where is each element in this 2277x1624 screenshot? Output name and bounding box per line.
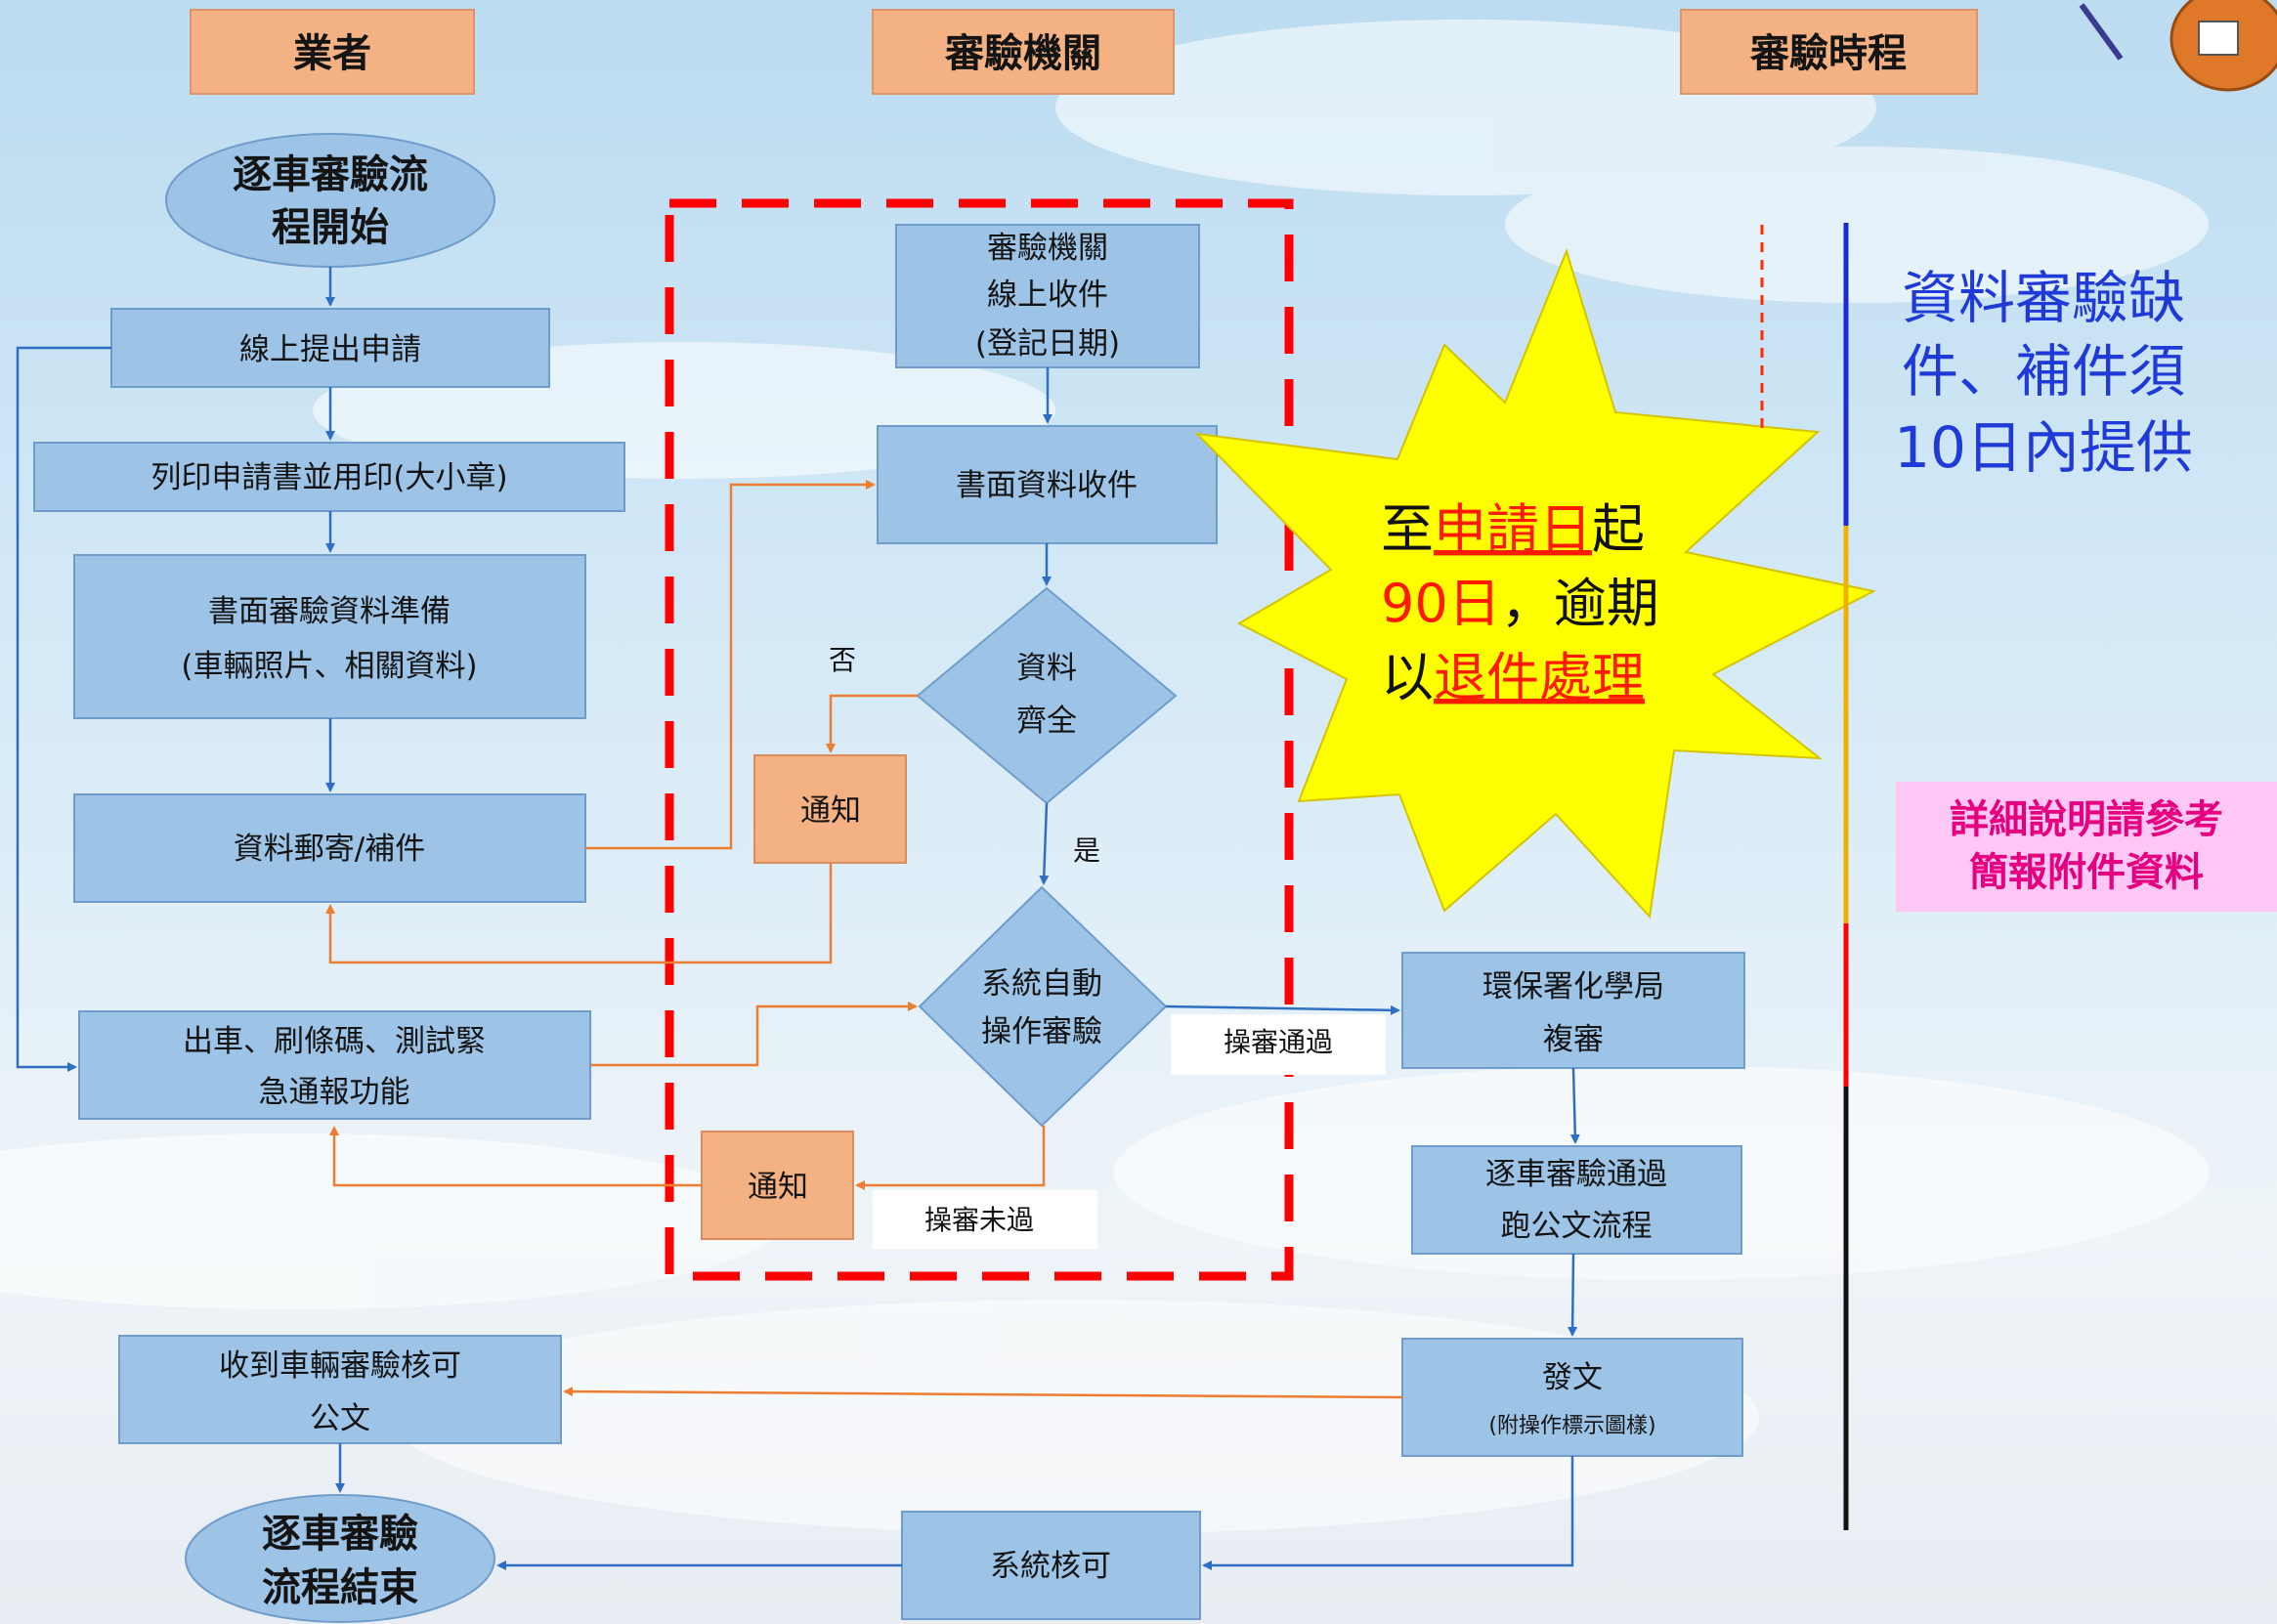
start-node-line1: 逐車審驗流 bbox=[233, 152, 428, 197]
column-header-agency-label: 審驗機關 bbox=[944, 31, 1101, 76]
issue-doc-box: 發文 (附操作標示圖樣) bbox=[1401, 1338, 1743, 1457]
burst-line1: 至申請日起 bbox=[1381, 498, 1645, 560]
receive-doc-box: 收到車輛審驗核可 公文 bbox=[118, 1335, 562, 1444]
prepare-docs-line1: 書面審驗資料準備 bbox=[208, 594, 451, 629]
epa-passed-box: 逐車審驗通過 跑公文流程 bbox=[1411, 1145, 1742, 1255]
approve-system-box: 系統核可 bbox=[901, 1511, 1201, 1620]
orange-connectors bbox=[325, 480, 1403, 1399]
print-form-box: 列印申請書並用印(大小章) bbox=[33, 442, 625, 512]
agency-dashed-frame bbox=[665, 198, 1294, 1281]
burst-line2-post: ，逾期 bbox=[1501, 573, 1659, 634]
edge-label-pass-box: 操審通過 bbox=[1171, 1014, 1386, 1075]
paper-receipt-label: 書面資料收件 bbox=[956, 468, 1138, 503]
schedule-note: 資料審驗缺 件、補件須 10日內提供 bbox=[1894, 265, 2193, 481]
edge-label-no: 否 bbox=[829, 644, 856, 676]
blue-connectors bbox=[16, 267, 1580, 1570]
print-form-label: 列印申請書並用印(大小章) bbox=[150, 460, 507, 495]
prepare-docs-line2: (車輛照片、相關資料) bbox=[181, 649, 477, 684]
apply-online-label: 線上提出申請 bbox=[239, 332, 421, 367]
prepare-docs-box: 書面審驗資料準備 (車輛照片、相關資料) bbox=[73, 554, 586, 719]
approve-system-label: 系統核可 bbox=[990, 1549, 1111, 1584]
column-header-operator-label: 業者 bbox=[293, 31, 371, 76]
logo-icon bbox=[2079, 0, 2277, 92]
end-node-line2: 流程結束 bbox=[262, 1565, 418, 1610]
burst-line1-red: 申請日 bbox=[1434, 498, 1592, 560]
online-receipt-line2: 線上收件 bbox=[987, 278, 1108, 313]
receive-doc-line2: 公文 bbox=[310, 1401, 370, 1436]
end-node-line1: 逐車審驗 bbox=[262, 1512, 418, 1557]
burst-line1-post: 起 bbox=[1592, 498, 1645, 560]
issue-doc-note: (附操作標示圖樣) bbox=[1488, 1414, 1655, 1438]
column-header-agency: 審驗機關 bbox=[872, 9, 1175, 95]
epa-review-box: 環保署化學局 複審 bbox=[1401, 952, 1745, 1069]
deadline-burst: 至申請日起 90日，逾期 以退件處理 bbox=[1194, 248, 1876, 919]
edge-label-yes: 是 bbox=[1073, 834, 1100, 867]
online-receipt-line3: (登記日期) bbox=[975, 326, 1120, 362]
detail-note-line1: 詳細說明請參考 bbox=[1950, 797, 2223, 842]
burst-line3-red: 退件處理 bbox=[1434, 647, 1645, 708]
edge-label-fail: 操審未過 bbox=[924, 1204, 1034, 1236]
test-vehicle-line2: 急通報功能 bbox=[259, 1075, 410, 1110]
epa-passed-line1: 逐車審驗通過 bbox=[1485, 1157, 1667, 1192]
notify-box-2-label: 通知 bbox=[748, 1170, 808, 1205]
docs-complete-line2: 齊全 bbox=[1016, 704, 1077, 739]
burst-line3: 以退件處理 bbox=[1381, 647, 1645, 708]
notify-box-2: 通知 bbox=[701, 1131, 854, 1240]
schedule-note-line3: 10日內提供 bbox=[1894, 414, 2193, 481]
schedule-note-line1: 資料審驗缺 bbox=[1902, 265, 2185, 331]
test-vehicle-line1: 出車、刷條碼、測試緊 bbox=[183, 1024, 486, 1059]
test-vehicle-box: 出車、刷條碼、測試緊 急通報功能 bbox=[78, 1010, 591, 1120]
epa-review-line1: 環保署化學局 bbox=[1482, 969, 1664, 1004]
docs-complete-line1: 資料 bbox=[1016, 651, 1077, 686]
burst-line3-pre: 以 bbox=[1381, 647, 1434, 708]
mail-docs-label: 資料郵寄/補件 bbox=[234, 832, 425, 867]
burst-line1-pre: 至 bbox=[1381, 498, 1434, 560]
epa-review-line2: 複審 bbox=[1543, 1022, 1604, 1057]
apply-online-box: 線上提出申請 bbox=[110, 308, 550, 388]
receive-doc-line1: 收到車輛審驗核可 bbox=[219, 1348, 461, 1384]
schedule-note-line2: 件、補件須 bbox=[1902, 338, 2185, 405]
edge-label-fail-box: 操審未過 bbox=[873, 1190, 1097, 1249]
system-review-line2: 操作審驗 bbox=[981, 1014, 1102, 1049]
paper-receipt-box: 書面資料收件 bbox=[877, 425, 1218, 544]
epa-passed-line2: 跑公文流程 bbox=[1501, 1209, 1653, 1244]
burst-line2: 90日，逾期 bbox=[1381, 573, 1659, 634]
online-receipt-line1: 審驗機關 bbox=[987, 231, 1108, 266]
issue-doc-label: 發文 bbox=[1542, 1360, 1603, 1395]
start-node: 逐車審驗流 程開始 bbox=[165, 133, 495, 268]
notify-box-1-label: 通知 bbox=[800, 793, 861, 829]
system-review-diamond: 系統自動 操作審驗 bbox=[918, 885, 1168, 1128]
column-header-schedule: 審驗時程 bbox=[1680, 9, 1978, 95]
mail-docs-box: 資料郵寄/補件 bbox=[73, 793, 586, 903]
end-node: 逐車審驗 流程結束 bbox=[185, 1494, 495, 1623]
detail-note-line2: 簡報附件資料 bbox=[1969, 850, 2204, 895]
burst-line2-red: 90日 bbox=[1381, 573, 1501, 634]
edge-label-pass: 操審通過 bbox=[1224, 1026, 1333, 1058]
docs-complete-diamond: 資料 齊全 bbox=[916, 586, 1178, 805]
online-receipt-box: 審驗機關 線上收件 (登記日期) bbox=[895, 224, 1200, 368]
detail-note: 詳細說明請參考 簡報附件資料 bbox=[1896, 782, 2277, 912]
system-review-line1: 系統自動 bbox=[981, 966, 1102, 1002]
column-header-operator: 業者 bbox=[190, 9, 475, 95]
notify-box-1: 通知 bbox=[753, 754, 907, 864]
column-header-schedule-label: 審驗時程 bbox=[1749, 31, 1907, 76]
start-node-line2: 程開始 bbox=[272, 205, 389, 250]
